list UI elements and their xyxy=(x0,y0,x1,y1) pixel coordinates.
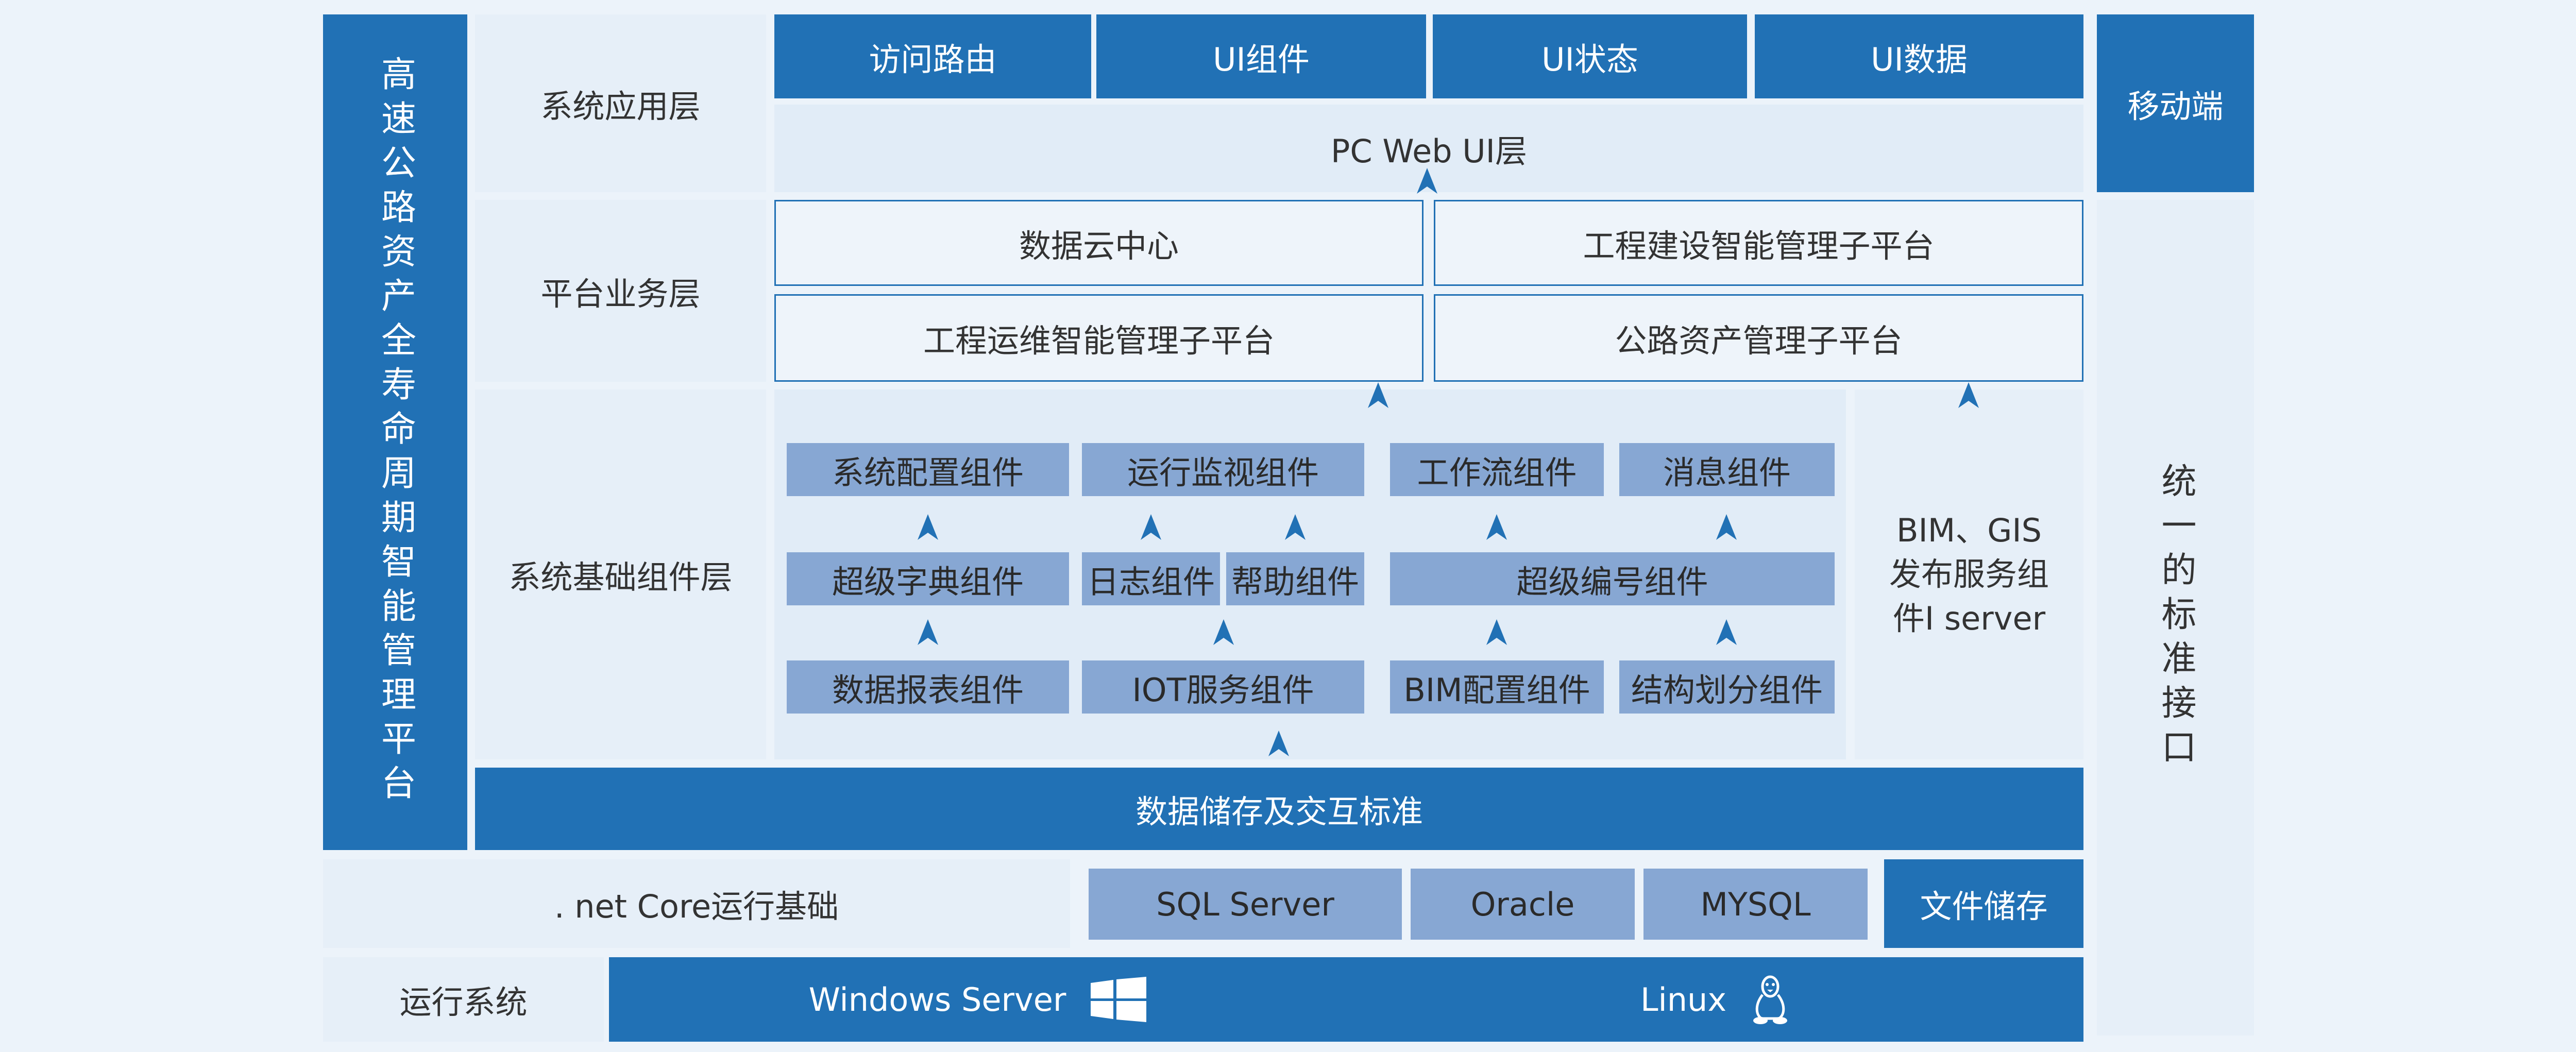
layer-label-business: 平台业务层 xyxy=(475,200,766,382)
arrow-up-icon xyxy=(1285,514,1306,540)
component-system-config: 系统配置组件 xyxy=(787,443,1069,496)
app-item-access-routing: 访问路由 xyxy=(774,14,1091,98)
component-data-report: 数据报表组件 xyxy=(787,660,1069,714)
component-log: 日志组件 xyxy=(1082,552,1220,605)
os-linux: Linux xyxy=(1346,957,2083,1042)
component-message: 消息组件 xyxy=(1619,443,1835,496)
arrow-up-icon xyxy=(1213,619,1234,645)
component-iot-service: IOT服务组件 xyxy=(1082,660,1364,714)
component-run-monitor: 运行监视组件 xyxy=(1082,443,1364,496)
os-windows-label: Windows Server xyxy=(808,980,1066,1019)
bim-gis-service: BIM、GIS 发布服务组 件I server xyxy=(1855,389,2083,759)
component-super-numbering: 超级编号组件 xyxy=(1390,552,1835,605)
business-item-operations: 工程运维智能管理子平台 xyxy=(774,294,1423,382)
db-mysql: MYSQL xyxy=(1643,869,1868,940)
db-sql-server: SQL Server xyxy=(1089,869,1402,940)
unified-interface-label: 统一的标准接口 xyxy=(2155,463,2196,773)
file-storage: 文件储存 xyxy=(1884,859,2083,948)
component-structure-division: 结构划分组件 xyxy=(1619,660,1835,714)
app-item-ui-data: UI数据 xyxy=(1755,14,2083,98)
mobile-panel: 移动端 xyxy=(2097,14,2254,192)
component-bim-config: BIM配置组件 xyxy=(1390,660,1604,714)
db-oracle: Oracle xyxy=(1411,869,1635,940)
app-item-ui-state: UI状态 xyxy=(1433,14,1747,98)
component-workflow: 工作流组件 xyxy=(1390,443,1604,496)
component-super-dict: 超级字典组件 xyxy=(787,552,1069,605)
arrow-up-icon xyxy=(1486,619,1507,645)
arrow-up-icon xyxy=(1417,168,1437,194)
platform-title-panel: 高速公路资产全寿命周期智能管理平台 xyxy=(323,14,467,850)
windows-logo-icon xyxy=(1091,977,1147,1022)
net-core-runtime: . net Core运行基础 xyxy=(323,859,1070,948)
platform-title: 高速公路资产全寿命周期智能管理平台 xyxy=(375,56,416,809)
data-standard-bar: 数据储存及交互标准 xyxy=(475,768,2083,850)
arrow-up-icon xyxy=(1958,382,1979,408)
arrow-up-icon xyxy=(1716,514,1737,540)
arrow-up-icon xyxy=(918,619,938,645)
os-linux-label: Linux xyxy=(1640,980,1727,1019)
os-label: 运行系统 xyxy=(323,957,604,1042)
os-windows: Windows Server xyxy=(609,957,1346,1042)
layer-label-application: 系统应用层 xyxy=(475,14,766,192)
business-item-data-cloud: 数据云中心 xyxy=(774,200,1423,286)
arrow-up-icon xyxy=(1141,514,1161,540)
component-help: 帮助组件 xyxy=(1226,552,1364,605)
layer-label-components: 系统基础组件层 xyxy=(475,389,766,759)
arrow-up-icon xyxy=(1716,619,1737,645)
arrow-up-icon xyxy=(1486,514,1507,540)
arrow-up-icon xyxy=(1268,731,1289,756)
unified-interface-panel: 统一的标准接口 xyxy=(2097,200,2254,1036)
app-item-ui-components: UI组件 xyxy=(1096,14,1426,98)
arrow-up-icon xyxy=(918,514,938,540)
linux-tux-icon xyxy=(1753,975,1788,1024)
os-bar: Windows Server Linux xyxy=(609,957,2083,1042)
business-item-construction: 工程建设智能管理子平台 xyxy=(1434,200,2083,286)
arrow-up-icon xyxy=(1368,382,1388,408)
business-item-asset-management: 公路资产管理子平台 xyxy=(1434,294,2083,382)
